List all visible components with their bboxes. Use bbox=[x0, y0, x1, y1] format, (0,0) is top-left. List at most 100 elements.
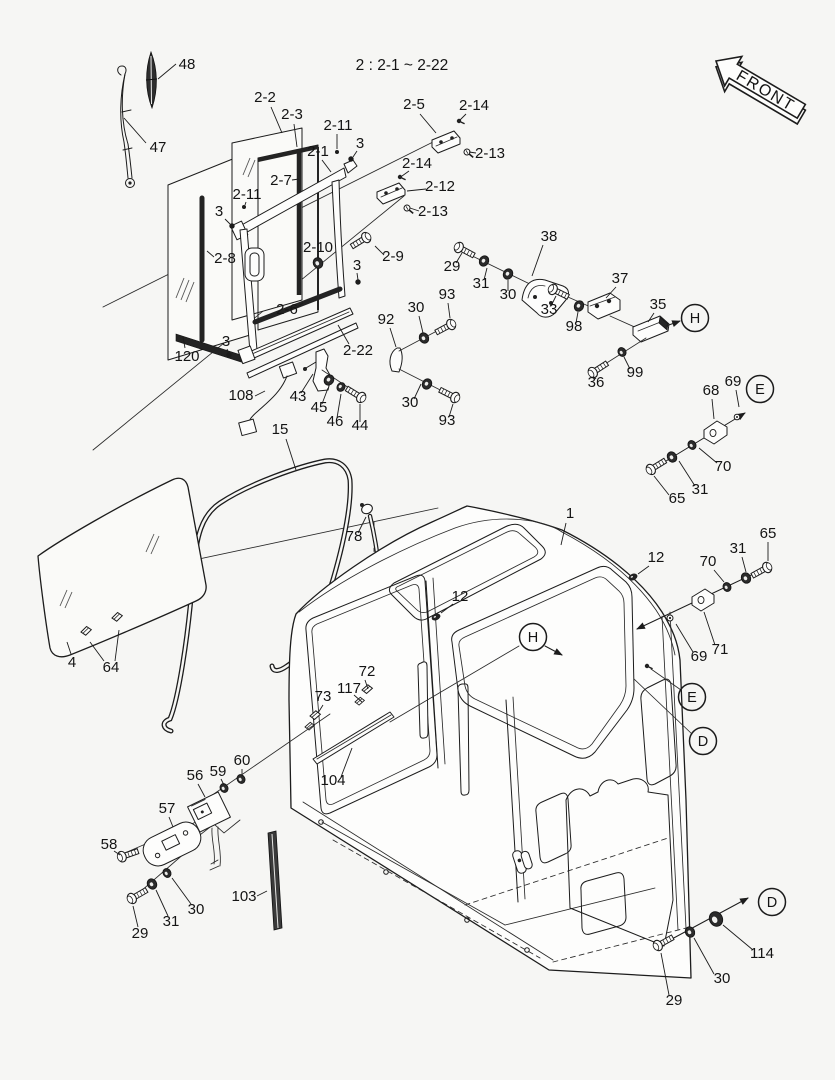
part-label-93: 93 bbox=[439, 412, 456, 429]
part-label-44: 44 bbox=[352, 417, 369, 434]
part-label-60: 60 bbox=[234, 752, 251, 769]
part-label-2-13: 2-13 bbox=[418, 203, 448, 220]
part-label-2-8: 2-8 bbox=[214, 250, 236, 267]
leader-line bbox=[364, 679, 369, 690]
leader-line bbox=[418, 315, 424, 334]
part-label-31: 31 bbox=[163, 913, 180, 930]
part-label-47: 47 bbox=[150, 139, 167, 156]
part-label-2-5: 2-5 bbox=[403, 96, 425, 113]
part-label-64: 64 bbox=[103, 659, 120, 676]
leader-line bbox=[678, 460, 696, 487]
part-label-58: 58 bbox=[101, 836, 118, 853]
leader-line bbox=[698, 447, 718, 464]
ref-marker-H: H bbox=[680, 303, 710, 333]
leader-line bbox=[317, 704, 324, 714]
mount-assembly-top bbox=[451, 239, 681, 381]
leader-line bbox=[401, 170, 410, 177]
harness-art bbox=[238, 361, 298, 437]
diagram-title: 2 : 2-1 ~ 2-22 bbox=[356, 57, 449, 74]
door-window-art bbox=[167, 127, 359, 379]
part-label-2-11: 2-11 bbox=[233, 186, 262, 203]
leader-line bbox=[357, 516, 367, 534]
leader-line bbox=[114, 629, 120, 662]
wedge-assembly bbox=[389, 316, 463, 405]
part-label-31: 31 bbox=[473, 275, 490, 292]
window-hardware-art bbox=[226, 118, 476, 358]
part-label-56: 56 bbox=[187, 767, 204, 784]
part-label-3: 3 bbox=[215, 203, 223, 220]
mount-assembly-e bbox=[643, 412, 746, 478]
part-label-117: 117 bbox=[337, 680, 361, 697]
part-label-30: 30 bbox=[714, 970, 731, 987]
leader-line bbox=[291, 178, 300, 181]
part-label-3: 3 bbox=[222, 333, 230, 350]
ref-marker-H: H bbox=[518, 622, 548, 652]
leader-line bbox=[593, 376, 597, 380]
part-label-2-12: 2-12 bbox=[425, 178, 455, 195]
leader-line bbox=[123, 117, 147, 144]
leader-line bbox=[406, 188, 427, 192]
leader-line bbox=[419, 113, 437, 134]
part-label-71: 71 bbox=[712, 641, 729, 658]
leader-line bbox=[66, 641, 72, 655]
leader-line bbox=[220, 778, 225, 786]
part-label-4: 4 bbox=[68, 654, 76, 671]
part-label-36: 36 bbox=[588, 374, 605, 391]
part-label-98: 98 bbox=[566, 318, 583, 335]
side-glass-art bbox=[37, 477, 207, 658]
svg-text:H: H bbox=[690, 311, 700, 327]
part-label-78: 78 bbox=[346, 528, 363, 545]
leader-line bbox=[157, 63, 177, 80]
leader-line bbox=[270, 106, 283, 134]
leader-line bbox=[340, 747, 353, 778]
strip-103 bbox=[267, 830, 283, 931]
wiper-arm-art bbox=[117, 65, 135, 188]
leader-line bbox=[560, 522, 567, 546]
svg-text:H: H bbox=[528, 630, 538, 646]
leader-line bbox=[455, 252, 463, 264]
part-label-30: 30 bbox=[408, 299, 425, 316]
leader-line bbox=[448, 403, 454, 418]
leader-line bbox=[244, 201, 247, 206]
part-label-2-9: 2-9 bbox=[382, 248, 404, 265]
leader-line bbox=[337, 324, 350, 345]
leader-line bbox=[531, 244, 544, 277]
leader-line bbox=[713, 569, 725, 583]
part-label-43: 43 bbox=[290, 388, 307, 405]
part-label-29: 29 bbox=[444, 258, 461, 275]
wiper-blade-art bbox=[145, 50, 158, 110]
leader-line bbox=[735, 389, 740, 408]
part-label-70: 70 bbox=[700, 553, 717, 570]
mount-assembly-d bbox=[650, 897, 749, 954]
part-label-99: 99 bbox=[627, 364, 644, 381]
part-label-2-1: 2-1 bbox=[307, 143, 329, 160]
leader-line bbox=[171, 877, 192, 905]
front-direction-arrow: FRONT bbox=[714, 55, 807, 126]
ref-marker-E: E bbox=[745, 374, 775, 404]
part-label-120: 120 bbox=[174, 348, 199, 365]
leader-line bbox=[293, 123, 298, 148]
part-label-65: 65 bbox=[669, 490, 686, 507]
part-label-46: 46 bbox=[327, 413, 344, 430]
leader-line bbox=[653, 475, 670, 496]
part-label-30: 30 bbox=[188, 901, 205, 918]
part-label-12: 12 bbox=[452, 588, 469, 605]
leader-line bbox=[550, 295, 557, 307]
part-label-38: 38 bbox=[541, 228, 558, 245]
leader-line bbox=[321, 159, 332, 173]
part-label-70: 70 bbox=[715, 458, 732, 475]
part-label-72: 72 bbox=[359, 663, 376, 680]
leader-line bbox=[693, 937, 715, 975]
leader-line bbox=[703, 611, 716, 646]
ref-marker-D: D bbox=[757, 887, 787, 917]
leader-line bbox=[226, 348, 230, 355]
leader-line bbox=[197, 783, 206, 798]
leader-line bbox=[285, 438, 297, 471]
leader-line bbox=[113, 850, 121, 856]
leader-line bbox=[389, 327, 397, 348]
part-label-65: 65 bbox=[760, 525, 777, 542]
part-label-59: 59 bbox=[210, 763, 227, 780]
ref-marker-D: D bbox=[688, 726, 718, 756]
leader-line bbox=[256, 890, 268, 897]
